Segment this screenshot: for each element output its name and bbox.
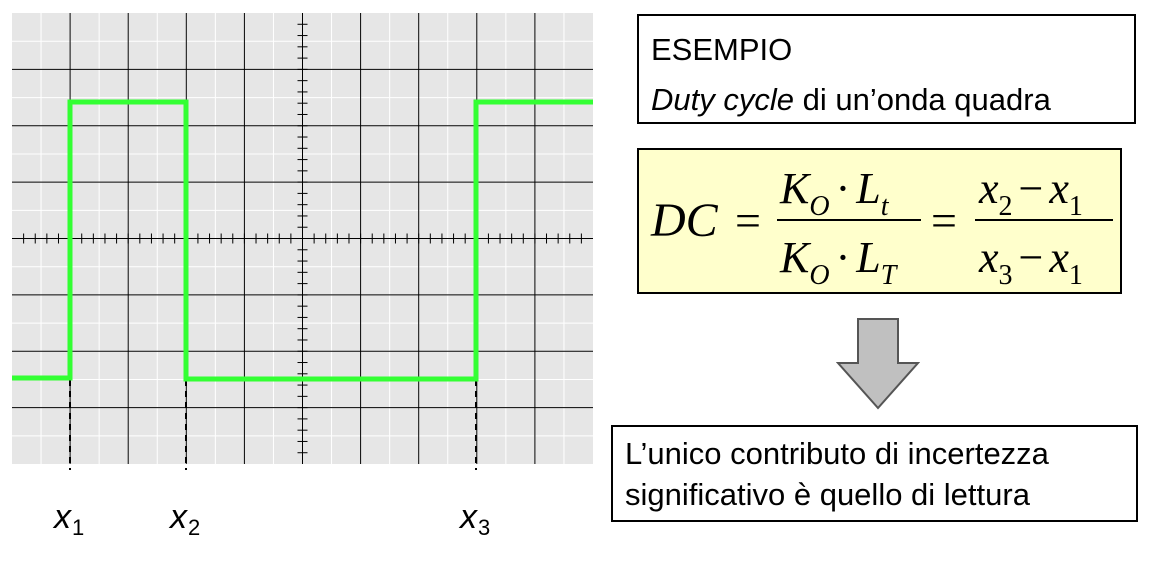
formula-equals-1: = xyxy=(735,195,761,246)
conclusion-box: L’unico contributo di incertezza signifi… xyxy=(611,425,1138,522)
down-arrow-icon xyxy=(836,318,920,410)
conclusion-line-1: L’unico contributo di incertezza xyxy=(625,436,1049,471)
marker-label-x3: x3 xyxy=(460,498,491,540)
oscilloscope-axis-ticks xyxy=(23,23,582,454)
example-heading: ESEMPIO xyxy=(651,32,793,67)
formula-equals-2: = xyxy=(931,195,957,246)
formula-box: DC = KO·Lt KO·LT = x2−x1 x3−x1 xyxy=(637,148,1122,294)
example-box: ESEMPIO Duty cycle di un’onda quadra xyxy=(637,14,1136,124)
duty-cycle-formula: DC = KO·Lt KO·LT = x2−x1 x3−x1 xyxy=(650,164,1113,291)
fraction1-denominator: KO·LT xyxy=(779,233,899,291)
square-wave-trace xyxy=(12,99,593,382)
marker-label-x2: x2 xyxy=(170,498,201,540)
formula-lhs: DC xyxy=(650,194,719,247)
oscilloscope-display xyxy=(12,13,593,470)
fraction1-numerator: KO·Lt xyxy=(779,164,890,222)
conclusion-line-2: significativo è quello di lettura xyxy=(625,477,1030,512)
fraction2-denominator: x3−x1 xyxy=(978,233,1083,291)
marker-label-x1: x1 xyxy=(54,498,85,540)
example-subtitle: Duty cycle di un’onda quadra xyxy=(651,82,1051,117)
fraction2-numerator: x2−x1 xyxy=(978,164,1083,222)
